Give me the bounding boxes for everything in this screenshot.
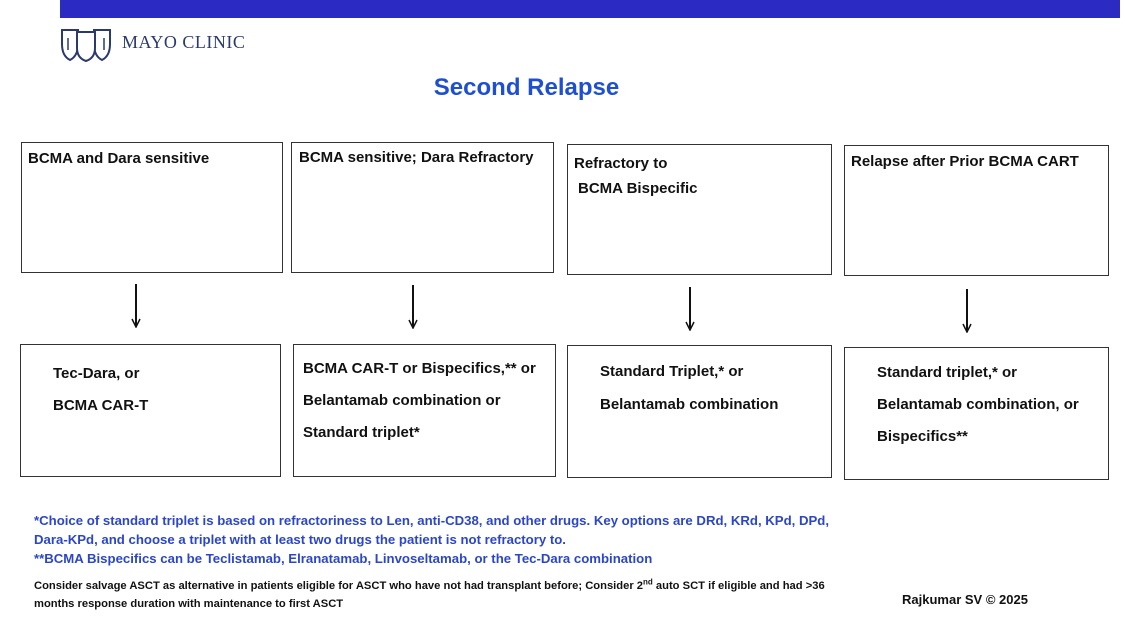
treatment-3-line-2: Belantamab combination xyxy=(600,396,779,413)
condition-3-text-2: BCMA Bispecific xyxy=(578,180,698,197)
treatment-2-line-2: Belantamab combination or xyxy=(303,392,501,409)
mayo-shields-icon xyxy=(61,29,111,62)
author-credit: Rajkumar SV © 2025 xyxy=(902,592,1028,607)
treatment-1-line-2: BCMA CAR-T xyxy=(53,397,149,414)
footnote-asct-line-2: months response duration with maintenanc… xyxy=(34,598,344,610)
treatment-box-1: Tec-Dara, or BCMA CAR-T xyxy=(20,344,281,477)
treatment-3-line-1: Standard Triplet,* or xyxy=(600,363,744,380)
footnote-triplet-line-1: *Choice of standard triplet is based on … xyxy=(34,513,830,528)
treatment-box-3: Standard Triplet,* or Belantamab combina… xyxy=(567,345,832,478)
condition-4-text: Relapse after Prior BCMA CART xyxy=(851,153,1079,170)
condition-2-text: BCMA sensitive; Dara Refractory xyxy=(299,149,534,166)
down-arrow-icon xyxy=(685,287,695,331)
treatment-4-line-2: Belantamab combination, or xyxy=(877,396,1079,413)
condition-box-2: BCMA sensitive; Dara Refractory xyxy=(291,142,554,273)
treatment-1-line-1: Tec-Dara, or xyxy=(53,365,140,382)
treatment-4-line-1: Standard triplet,* or xyxy=(877,364,1018,381)
condition-3-text-1: Refractory to xyxy=(574,155,668,172)
condition-1-text: BCMA and Dara sensitive xyxy=(28,150,210,167)
down-arrow-icon xyxy=(408,285,418,329)
down-arrow-icon xyxy=(962,289,972,333)
treatment-2-line-1: BCMA CAR-T or Bispecifics,** or xyxy=(303,360,536,377)
mayo-clinic-logo: MAYO CLINIC xyxy=(60,26,245,62)
brand-name: MAYO CLINIC xyxy=(122,31,246,52)
footnote-asct-line-1: Consider salvage ASCT as alternative in … xyxy=(34,577,825,592)
treatment-box-4: Standard triplet,* or Belantamab combina… xyxy=(844,347,1109,480)
page-title: Second Relapse xyxy=(433,74,620,101)
footnote-bispecifics: **BCMA Bispecifics can be Teclistamab, E… xyxy=(34,551,653,566)
condition-box-1: BCMA and Dara sensitive xyxy=(21,142,283,273)
top-accent-bar xyxy=(60,0,1120,18)
footnote-triplet-line-2: Dara-KPd, and choose a triplet with at l… xyxy=(34,532,566,547)
treatment-2-line-3: Standard triplet* xyxy=(303,424,420,441)
treatment-box-2: BCMA CAR-T or Bispecifics,** or Belantam… xyxy=(293,344,556,477)
condition-box-4: Relapse after Prior BCMA CART xyxy=(844,145,1109,276)
treatment-4-line-3: Bispecifics** xyxy=(877,428,968,445)
down-arrow-icon xyxy=(131,284,141,328)
condition-box-3: Refractory to BCMA Bispecific xyxy=(567,144,832,275)
